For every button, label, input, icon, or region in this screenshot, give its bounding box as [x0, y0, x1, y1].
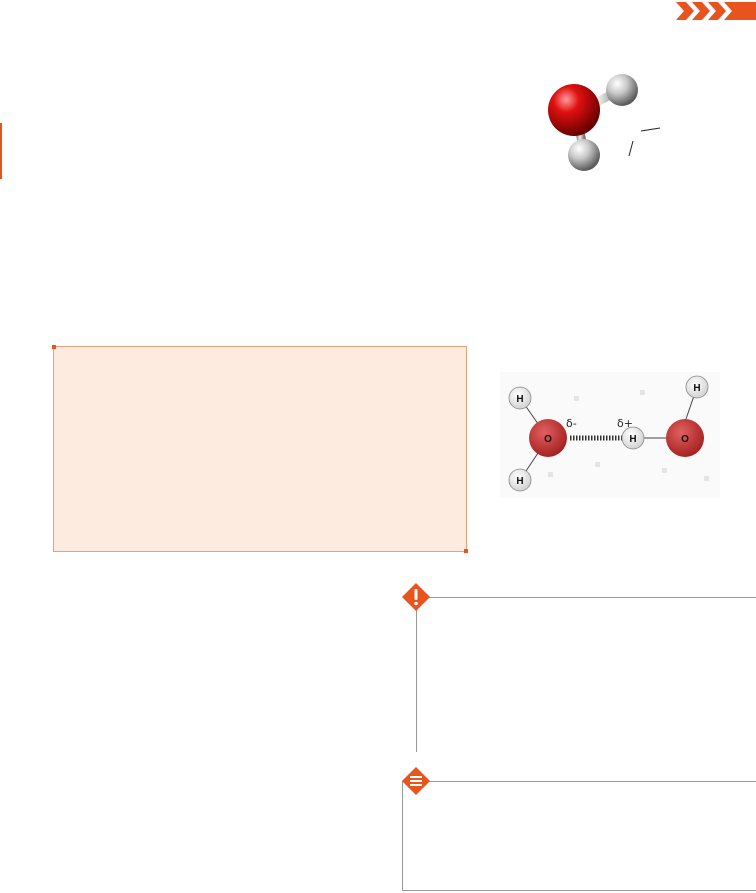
hydrogen-atom-sphere: [568, 139, 600, 171]
hydrogen-bond-diagram: H O H δ- δ+ H O H: [500, 372, 720, 498]
oxygen-atom-sphere: [548, 84, 600, 136]
water-molecule-3d-image: [548, 74, 661, 171]
partial-negative-label: δ-: [566, 417, 577, 430]
atom-label: H: [516, 476, 523, 487]
callout-box: [52, 345, 468, 553]
edge-accent-rule: [0, 123, 2, 179]
warning-panel-top-rule: [416, 597, 756, 598]
atom-label: H: [693, 383, 700, 394]
partial-positive-label: δ+: [617, 417, 633, 430]
exclamation-icon: [402, 583, 430, 611]
chevrons-right-icon: [676, 2, 756, 20]
note-box: [402, 781, 756, 891]
atom-label: H: [516, 394, 523, 405]
atom-label: O: [544, 434, 552, 445]
warning-panel: [416, 597, 756, 752]
menu-lines-icon: [402, 767, 430, 795]
warning-panel-left-rule: [416, 597, 417, 752]
atom-label: O: [681, 434, 689, 445]
atom-label: H: [629, 434, 636, 445]
hydrogen-atom-sphere: [606, 74, 638, 106]
